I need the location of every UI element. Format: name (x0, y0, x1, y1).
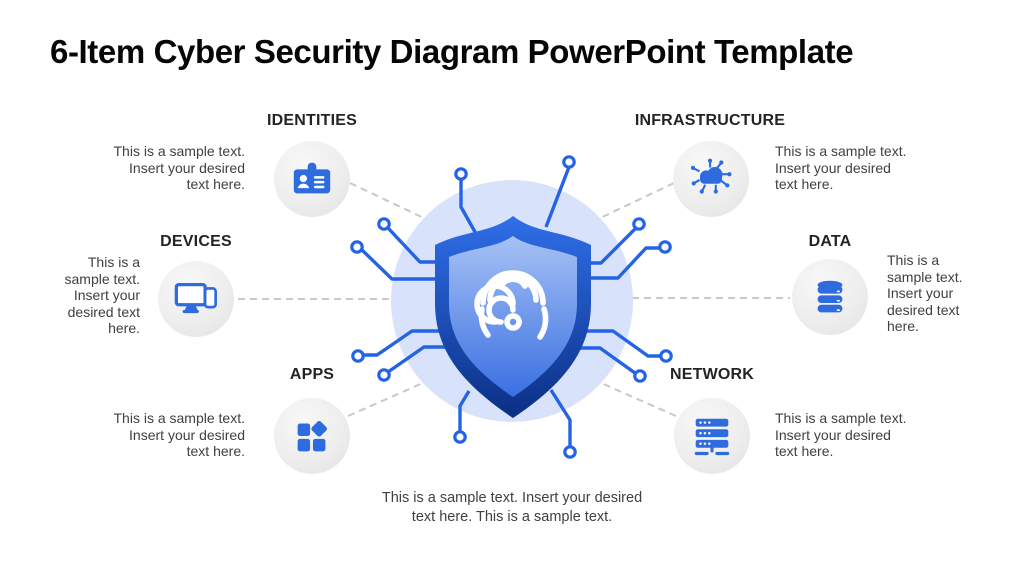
data-label: DATA (808, 233, 852, 250)
apps-label: APPS (289, 366, 335, 383)
network-description: This is a sample text. Insert your desir… (775, 410, 907, 459)
database-icon (817, 280, 843, 313)
devices-icon-circle (158, 261, 234, 337)
circuit-nodes (350, 155, 673, 459)
infrastructure-description: This is a sample text. Insert your desir… (775, 143, 907, 192)
network-label: NETWORK (669, 366, 755, 383)
page-title: 6-Item Cyber Security Diagram PowerPoint… (50, 33, 854, 70)
devices-description: This is a sample text. Insert your desir… (64, 254, 140, 336)
infrastructure-label: INFRASTRUCTURE (634, 112, 786, 129)
data-icon-circle (792, 259, 868, 335)
server-rack-icon (694, 418, 730, 456)
id-card-icon (293, 162, 331, 194)
computer-devices-icon (174, 282, 217, 314)
bottom-caption: This is a sample text. Insert your desir… (381, 490, 643, 525)
infrastructure-icon-circle (673, 141, 749, 217)
devices-label: DEVICES (160, 233, 232, 250)
apps-icon-circle (274, 398, 350, 474)
network-icon-circle (674, 398, 750, 474)
identities-description: This is a sample text. Insert your desir… (113, 143, 246, 192)
identities-label: IDENTITIES (266, 112, 357, 129)
data-description: This is a sample text. Insert your desir… (887, 252, 963, 334)
fingerprint-icon (474, 270, 549, 340)
cloud-network-icon (690, 158, 732, 194)
dashed-connectors (238, 182, 790, 417)
identities-icon-circle (274, 141, 350, 217)
apps-grid-icon (297, 420, 328, 452)
apps-description: This is a sample text. Insert your desir… (113, 410, 246, 459)
